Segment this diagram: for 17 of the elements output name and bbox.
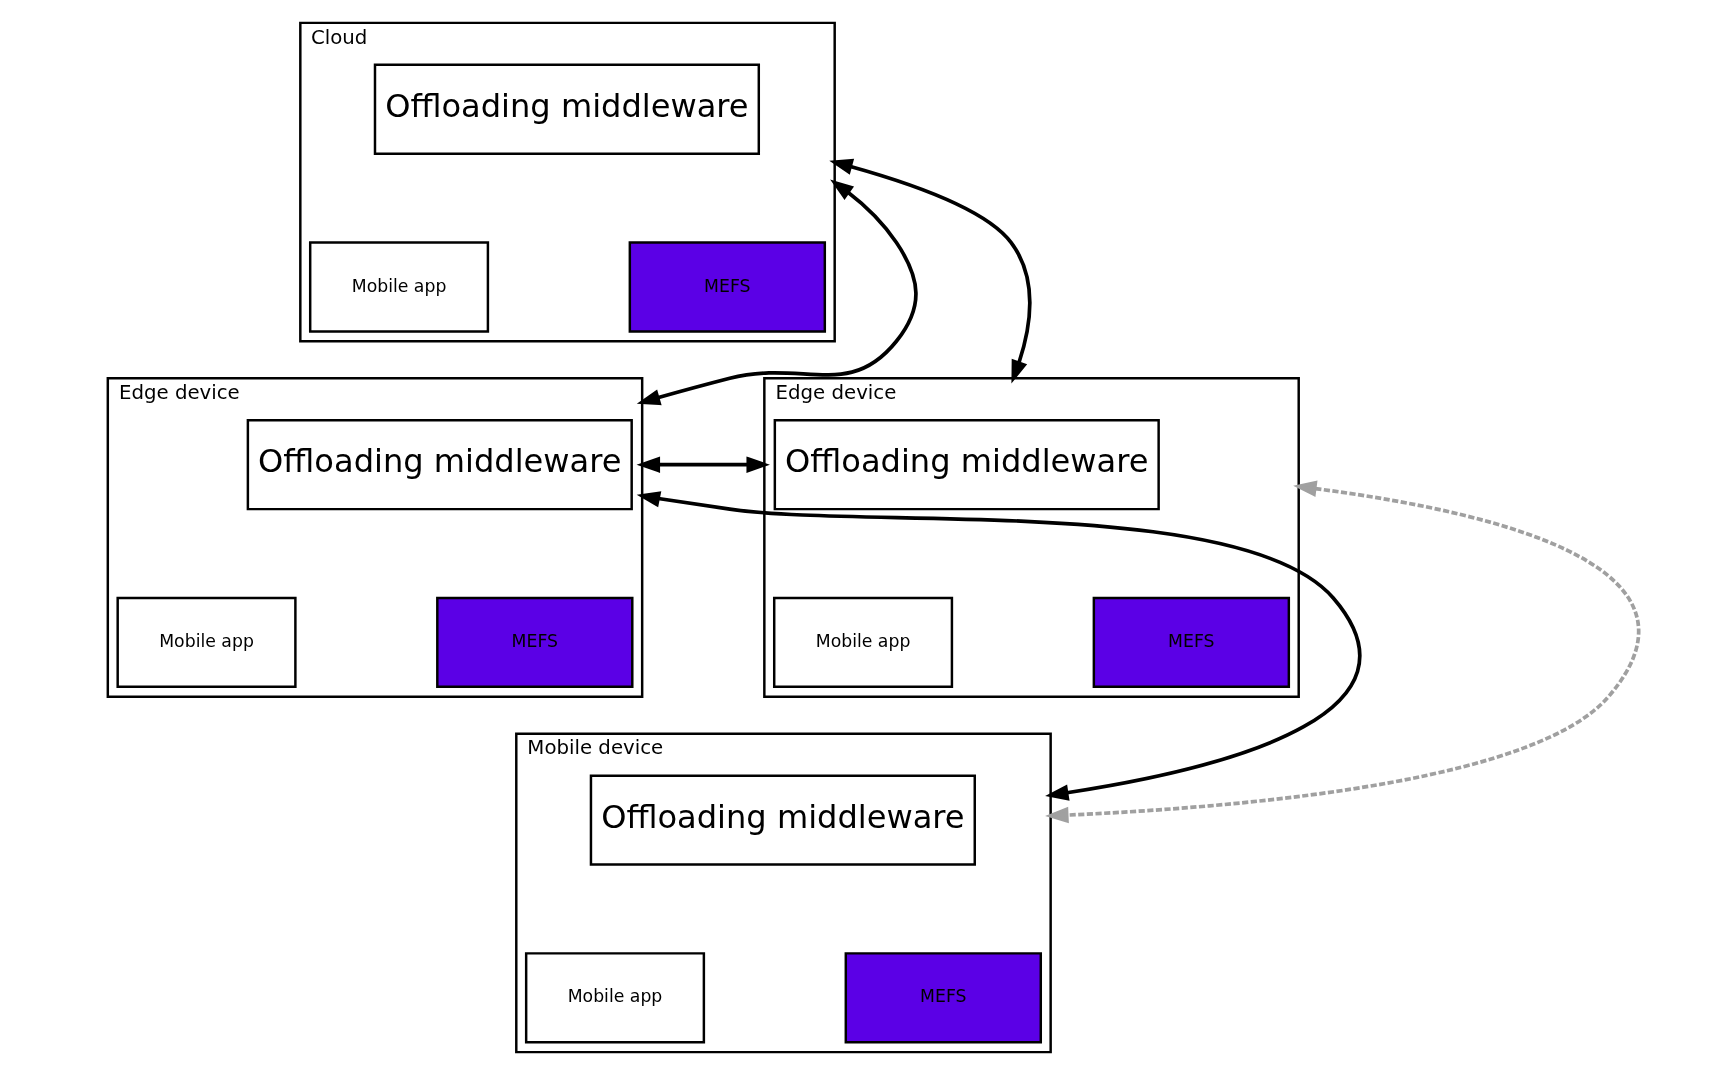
node-box: Offloading middleware [589,774,976,866]
node-box: Mobile app [772,596,953,689]
arrow [1044,480,1640,824]
node-box: Mobile app [308,241,489,333]
node-box: Offloading middleware [373,63,760,155]
node-box: MEFS [628,241,826,333]
node-box: Offloading middleware [773,419,1160,511]
node-box: Mobile app [524,952,705,1044]
node-box: MEFS [844,952,1042,1044]
node-box: Mobile app [115,596,297,689]
node-box: MEFS [435,596,634,689]
arrow [828,158,1031,384]
node-box: MEFS [1092,596,1290,689]
arrow [636,491,1361,801]
arrow [636,179,918,406]
node-box: Offloading middleware [246,419,633,511]
arrow [636,456,770,473]
